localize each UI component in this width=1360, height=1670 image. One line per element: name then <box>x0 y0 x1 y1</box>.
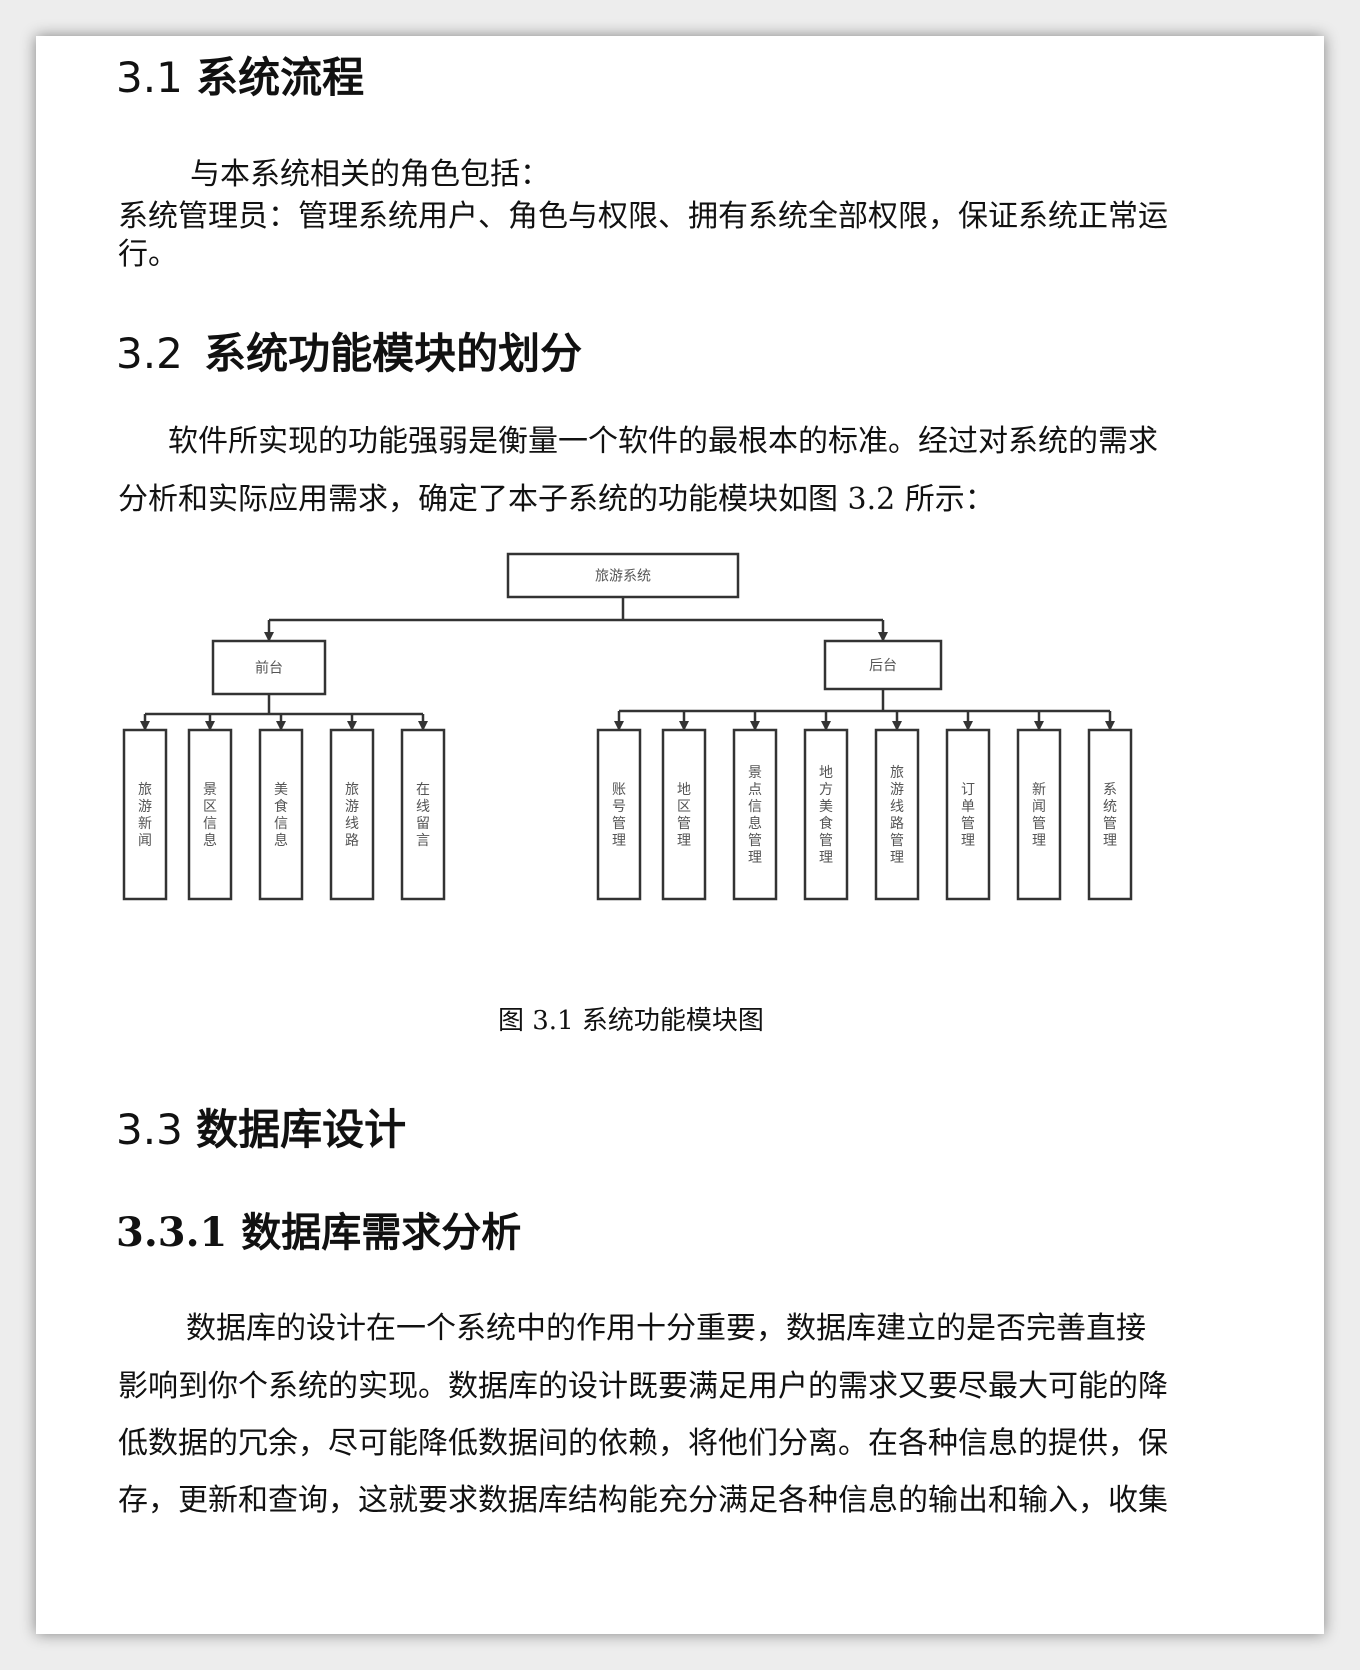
back-child-5-box <box>874 728 920 901</box>
heading-3-1: 3.1 系统流程 <box>116 44 364 105</box>
back-child-7-box <box>1016 728 1062 901</box>
roles-line-2: 行。 <box>118 237 178 272</box>
front-child-1-label: 旅游新闻 <box>138 782 152 849</box>
roles-line-1: 系统管理员：管理系统用户、角色与权限、拥有系统全部权限，保证系统正常运 <box>118 199 1168 234</box>
front-child-2-label: 景区信息 <box>203 782 217 849</box>
db-para-line-3: 低数据的冗余，尽可能降低数据间的依赖，将他们分离。在各种信息的提供，保 <box>118 1426 1168 1461</box>
front-child-5-box <box>400 728 446 901</box>
diagram-connectors <box>140 597 1115 731</box>
back-child-6-label: 订单管理 <box>961 782 975 849</box>
back-node-box <box>823 639 943 691</box>
back-child-8-label: 系统管理 <box>1103 782 1117 849</box>
back-node-label: 后台 <box>869 658 897 674</box>
heading-title: 系统流程 <box>196 53 365 102</box>
front-node-label: 前台 <box>255 660 283 677</box>
front-child-3-label: 美食信息 <box>274 782 288 849</box>
heading-3-3: 3.3 数据库设计 <box>116 1096 406 1157</box>
root-node-label: 旅游系统 <box>595 569 651 585</box>
back-child-1-box <box>596 728 642 901</box>
heading-number: 3.2 <box>116 329 183 378</box>
heading-3-3-1: 3.3.1 数据库需求分析 <box>116 1209 522 1256</box>
heading-number: 3.1 <box>116 53 183 102</box>
front-node-box <box>211 639 327 696</box>
front-child-5-label: 在线留言 <box>416 782 430 849</box>
back-child-7-label: 新闻管理 <box>1032 782 1046 849</box>
back-child-3-box <box>732 728 778 901</box>
db-para-line-2: 影响到你个系统的实现。数据库的设计既要满足用户的需求又要尽最大可能的降 <box>118 1369 1168 1404</box>
function-para-line-2: 分析和实际应用需求，确定了本子系统的功能模块如图 3.2 所示： <box>118 482 995 517</box>
front-child-3-box <box>258 728 304 901</box>
back-child-6-box <box>945 728 991 901</box>
back-child-8-box <box>1087 728 1133 901</box>
heading-title: 系统功能模块的划分 <box>204 329 583 378</box>
document-page: 3.1 系统流程 与本系统相关的角色包括： 系统管理员：管理系统用户、角色与权限… <box>36 36 1324 1634</box>
front-child-4-box <box>329 728 375 901</box>
front-child-2-box <box>187 728 233 901</box>
db-para-line-4: 存，更新和查询，这就要求数据库结构能充分满足各种信息的输出和输入，收集 <box>118 1483 1168 1518</box>
front-child-1-box <box>122 728 168 901</box>
back-child-5-label: 旅游线路管理 <box>890 765 904 866</box>
back-child-4-label: 地方美食管理 <box>819 765 833 866</box>
root-node-box <box>506 552 740 599</box>
back-child-4-box <box>803 728 849 901</box>
db-para-line-1: 数据库的设计在一个系统中的作用十分重要，数据库建立的是否完善直接 <box>186 1311 1146 1346</box>
front-child-4-label: 旅游线路 <box>345 782 359 849</box>
heading-number: 3.3 <box>116 1105 183 1154</box>
figure-caption: 图 3.1 系统功能模块图 <box>498 1006 764 1036</box>
back-child-3-label: 景点信息管理 <box>748 765 762 866</box>
function-para-line-1: 软件所实现的功能强弱是衡量一个软件的最根本的标准。经过对系统的需求 <box>168 424 1158 459</box>
back-child-1-label: 账号管理 <box>612 782 626 849</box>
back-child-2-label: 地区管理 <box>677 782 691 849</box>
back-child-2-box <box>661 728 707 901</box>
roles-intro: 与本系统相关的角色包括： <box>190 157 550 192</box>
heading-title: 数据库设计 <box>196 1105 407 1154</box>
heading-3-2: 3.2 系统功能模块的划分 <box>116 320 582 381</box>
